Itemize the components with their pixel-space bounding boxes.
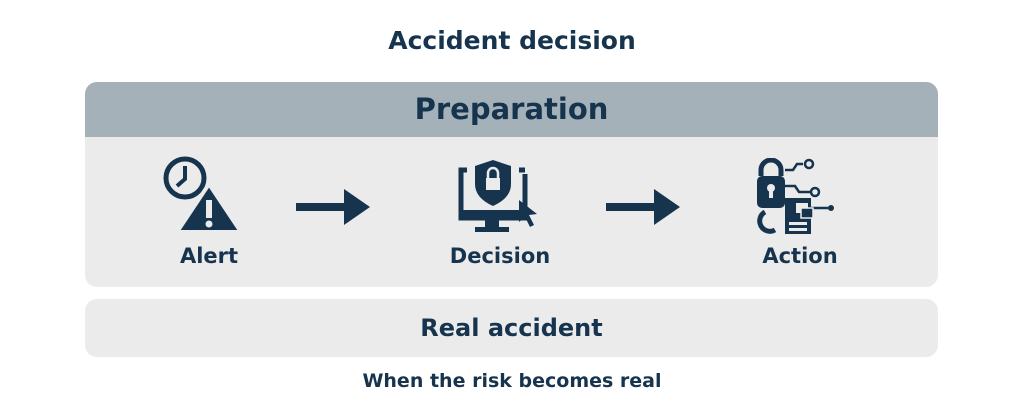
arrow-right-icon: [296, 189, 370, 225]
monitor-shield-lock-icon: [458, 160, 537, 232]
lock-circuit-document-icon: [757, 158, 834, 234]
real-accident-panel: Real accident: [85, 299, 938, 357]
preparation-header: Preparation: [85, 82, 938, 137]
step-label-action: Action: [762, 244, 838, 268]
diagram-title: Accident decision: [388, 26, 636, 55]
clock-warning-icon: [163, 156, 243, 234]
arrow-right-icon: [606, 189, 680, 225]
step-label-decision: Decision: [449, 244, 551, 268]
subtitle: When the risk becomes real: [362, 370, 662, 392]
preparation-panel: Preparation Alert Decision Action: [85, 82, 938, 287]
step-label-alert: Alert: [179, 244, 239, 268]
